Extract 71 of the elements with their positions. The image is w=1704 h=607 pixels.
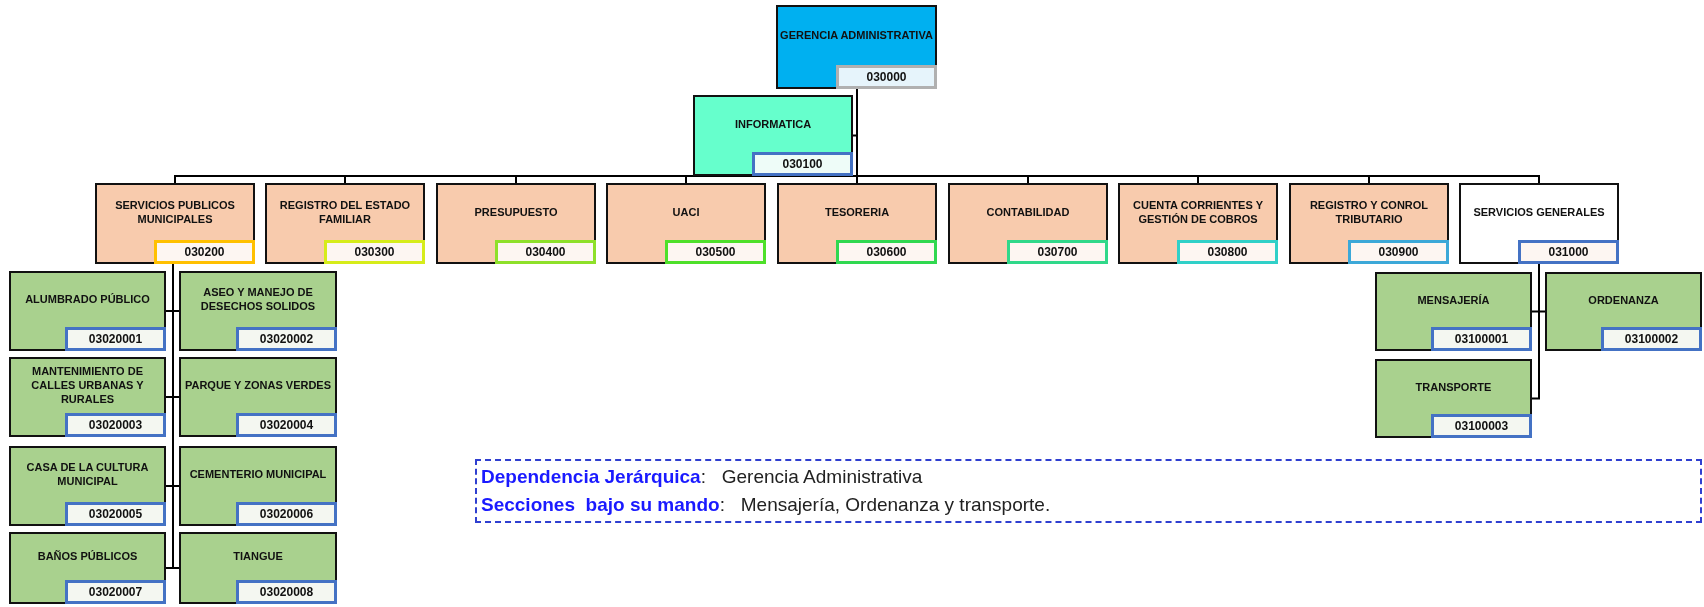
unit-code: 03020002: [236, 327, 337, 351]
org-box: [1118, 183, 1278, 264]
org-box: [179, 532, 337, 604]
unit-code: 03020001: [65, 327, 166, 351]
unit-code: 03020006: [236, 502, 337, 526]
org-box: [1459, 183, 1619, 264]
unit-name: ASEO Y MANEJO DE DESECHOS SOLIDOS: [199, 285, 317, 313]
org-box: [179, 271, 337, 351]
unit-code: 030000: [836, 65, 937, 89]
unit-code: 03020004: [236, 413, 337, 437]
org-box: [9, 271, 166, 351]
org-box: [9, 532, 166, 604]
note-box: [475, 459, 1702, 523]
org-box: [9, 446, 166, 526]
org-box: [9, 357, 166, 437]
unit-name: REGISTRO DEL ESTADO FAMILIAR: [278, 197, 412, 226]
org-box: [606, 183, 766, 264]
unit-name: TIANGUE: [233, 549, 283, 563]
unit-code: 030200: [154, 240, 255, 264]
unit-name: ORDENANZA: [1588, 292, 1659, 307]
unit-name: SERVICIOS PUBLICOS MUNICIPALES: [114, 197, 236, 226]
unit-name: INFORMATICA: [734, 116, 812, 131]
connector-line: [172, 263, 180, 569]
org-box: [179, 446, 337, 526]
org-box: [1545, 272, 1702, 351]
unit-code: 030800: [1177, 240, 1278, 264]
org-box: [693, 95, 853, 176]
unit-name: MENSAJERÍA: [1417, 292, 1490, 307]
unit-code: 03020007: [65, 580, 166, 604]
org-box: [1289, 183, 1449, 264]
unit-name: TESORERIA: [824, 204, 890, 219]
unit-code: 03020003: [65, 413, 166, 437]
unit-code: 031000: [1518, 240, 1619, 264]
org-box: [777, 183, 937, 264]
unit-name: CASA DE LA CULTURA MUNICIPAL: [25, 460, 150, 488]
unit-code: 030400: [495, 240, 596, 264]
org-box: [1375, 272, 1532, 351]
org-box: [265, 183, 425, 264]
unit-name: SERVICIOS GENERALES: [1473, 204, 1605, 219]
unit-code: 030100: [752, 152, 853, 176]
unit-name: CUENTA CORRIENTES Y GESTIÓN DE COBROS: [1132, 197, 1264, 226]
unit-name: MANTENIMIENTO DE CALLES URBANAS Y RURALES: [30, 364, 145, 406]
org-box: [776, 5, 937, 89]
unit-name: REGISTRO Y CONROL TRIBUTARIO: [1308, 197, 1430, 226]
unit-code: 030900: [1348, 240, 1449, 264]
unit-name: PRESUPUESTO: [474, 204, 558, 219]
org-box: [95, 183, 255, 264]
unit-code: 030700: [1007, 240, 1108, 264]
unit-code: 030300: [324, 240, 425, 264]
unit-name: CONTABILIDAD: [986, 204, 1070, 219]
unit-code: 03020008: [236, 580, 337, 604]
unit-name: GERENCIA ADMINISTRATIVA: [780, 28, 933, 42]
unit-name: PARQUE Y ZONAS VERDES: [184, 378, 332, 392]
unit-name: TRANSPORTE: [1415, 379, 1492, 394]
unit-code: 03100003: [1431, 414, 1532, 438]
connector-line: [1531, 263, 1540, 400]
org-box: [1375, 359, 1532, 438]
note-text: Dependencia Jerárquica: Gerencia Administrativa: [481, 465, 924, 489]
unit-code: 030500: [665, 240, 766, 264]
unit-code: 03100002: [1601, 327, 1702, 351]
unit-code: 030600: [836, 240, 937, 264]
unit-code: 03100001: [1431, 327, 1532, 351]
org-box: [179, 357, 337, 437]
unit-name: BAÑOS PÚBLICOS: [37, 549, 138, 563]
unit-name: CEMENTERIO MUNICIPAL: [189, 467, 327, 481]
note-text: Secciones bajo su mando: Mensajería, Ordenanza y transporte.: [481, 493, 1052, 517]
org-box: [948, 183, 1108, 264]
unit-name: UACI: [672, 204, 700, 219]
unit-name: ALUMBRADO PÚBLICO: [25, 292, 150, 306]
unit-code: 03020005: [65, 502, 166, 526]
org-box: [436, 183, 596, 264]
